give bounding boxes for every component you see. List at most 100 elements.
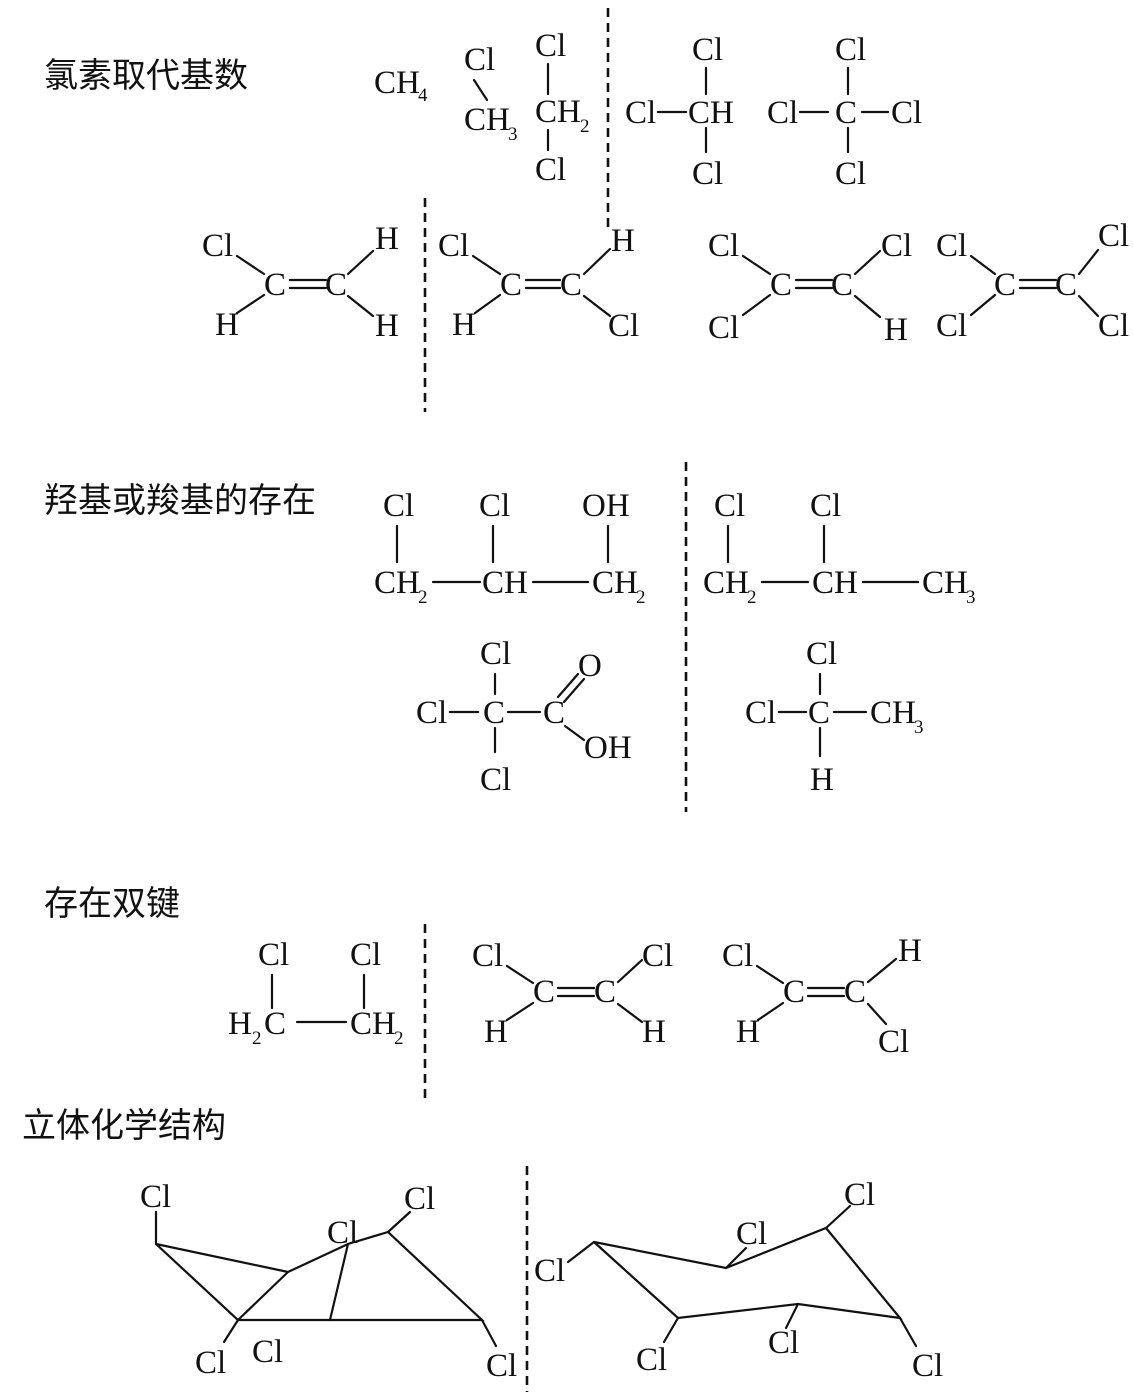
- atom-cl: Cl: [835, 156, 866, 192]
- bond: [480, 1318, 498, 1348]
- atom-cl: Cl: [464, 42, 495, 78]
- bond: [386, 1210, 412, 1234]
- atom-c: C: [808, 695, 830, 731]
- molecule-dichloropropane: Cl CH 2 Cl CH CH 3: [703, 488, 976, 608]
- atom-c: C: [264, 267, 286, 303]
- atom-c: C: [560, 267, 582, 303]
- molecule-methane: CH 4: [374, 65, 428, 106]
- atom-cl: Cl: [327, 1215, 358, 1251]
- atom-c: C: [500, 267, 522, 303]
- atom-ch: CH: [592, 565, 638, 601]
- molecule-dichloromethane: Cl CH 2 Cl: [535, 28, 590, 188]
- atom-cl: Cl: [708, 228, 739, 264]
- molecule-tetrachloroethene: Cl Cl C C Cl Cl: [936, 218, 1129, 344]
- atom-cl: Cl: [768, 1325, 799, 1361]
- bond: [784, 1302, 800, 1330]
- atom-c: C: [783, 974, 805, 1010]
- molecule-vinyl-chloride: Cl H C C H H: [202, 221, 399, 344]
- atom-cl: Cl: [714, 488, 745, 524]
- atom-h: H: [736, 1014, 760, 1050]
- atom-cl: Cl: [692, 156, 723, 192]
- atom-c: C: [831, 267, 853, 303]
- atom-cl: Cl: [708, 310, 739, 346]
- bond: [471, 254, 502, 276]
- molecule-chloromethane: Cl CH 3: [464, 42, 518, 145]
- atom-cl: Cl: [642, 938, 673, 974]
- bond: [853, 249, 882, 276]
- atom-cl: Cl: [480, 762, 511, 798]
- atom-cl: Cl: [1098, 218, 1129, 254]
- atom-cl: Cl: [722, 938, 753, 974]
- atom-h: H: [884, 312, 908, 348]
- atom-c: C: [543, 695, 565, 731]
- atom-c: C: [770, 267, 792, 303]
- heading-chlorine-substituents: 氯素取代基数: [44, 56, 248, 96]
- atom-h: H: [642, 1014, 666, 1050]
- molecule-dichloroethane-12: Cl H 2 C Cl CH 2: [228, 937, 404, 1049]
- atom-cl: Cl: [140, 1179, 171, 1215]
- atom-ch: CH: [812, 565, 858, 601]
- atom-o: O: [578, 648, 602, 684]
- atom-cl: Cl: [1098, 308, 1129, 344]
- atom-cl: Cl: [881, 228, 912, 264]
- bond: [505, 964, 535, 985]
- atom-c: C: [844, 974, 866, 1010]
- atom-cl: Cl: [383, 488, 414, 524]
- atom-ch: CH: [870, 695, 916, 731]
- atom-subscript: 3: [966, 587, 976, 608]
- atom-h: H: [810, 762, 834, 798]
- bond: [1077, 248, 1100, 276]
- heading-stereochemistry: 立体化学结构: [22, 1106, 226, 1146]
- atom-h: H: [215, 307, 239, 343]
- bond: [1077, 294, 1100, 318]
- molecule-dichloropropanol: Cl CH 2 Cl CH OH CH 2: [374, 488, 646, 608]
- bond: [662, 1316, 680, 1344]
- bond: [741, 293, 772, 317]
- bond: [473, 293, 502, 315]
- bond: [866, 957, 898, 984]
- atom-cl: Cl: [438, 228, 469, 264]
- bond: [724, 1246, 748, 1270]
- atom-cl: Cl: [936, 228, 967, 264]
- bond: [824, 1204, 852, 1230]
- heading-double-bond: 存在双键: [44, 884, 180, 924]
- bond: [741, 254, 772, 276]
- atom-cl: Cl: [472, 938, 503, 974]
- atom-ch: CH: [350, 1006, 396, 1042]
- atom-h: H: [375, 221, 399, 257]
- molecule-chloroform: Cl Cl CH Cl: [625, 32, 734, 192]
- molecule-boat-ring: Cl Cl Cl Cl Cl Cl: [140, 1179, 517, 1384]
- bond: [616, 958, 644, 984]
- atom-c: C: [325, 267, 347, 303]
- bond: [755, 964, 785, 985]
- atom-oh: OH: [584, 730, 632, 766]
- bond: [236, 1270, 290, 1322]
- atom-cl: Cl: [252, 1334, 283, 1370]
- atom-c: C: [483, 695, 505, 731]
- bond: [235, 293, 266, 315]
- bond: [756, 1001, 785, 1022]
- atom-c: C: [1055, 267, 1077, 303]
- atom-ch: CH: [535, 94, 581, 130]
- atom-cl: Cl: [535, 28, 566, 64]
- atom-cl: Cl: [350, 937, 381, 973]
- atom-ch: CH: [482, 565, 528, 601]
- atom-subscript: 4: [418, 85, 428, 106]
- bond: [969, 254, 997, 276]
- atom-h: H: [484, 1014, 508, 1050]
- atom-cl: Cl: [534, 1253, 565, 1289]
- atom-cl: Cl: [195, 1345, 226, 1381]
- atom-h: H: [452, 307, 476, 343]
- bond: [222, 1318, 240, 1344]
- bond: [563, 724, 586, 742]
- atom-cl: Cl: [486, 1348, 517, 1384]
- atom-cl: Cl: [479, 488, 510, 524]
- bond: [562, 677, 586, 704]
- atom-cl: Cl: [936, 308, 967, 344]
- bond: [616, 1002, 644, 1024]
- atom-subscript: 3: [508, 124, 518, 145]
- atom-ch: CH: [464, 102, 510, 138]
- bond: [328, 1242, 350, 1322]
- molecule-dichloroethene: Cl H C C H Cl: [438, 223, 639, 344]
